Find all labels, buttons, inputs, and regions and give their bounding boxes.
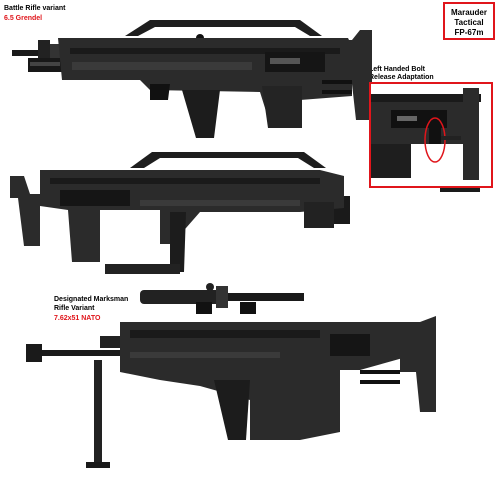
battle-variant-label: Battle Rifle variant — [4, 5, 66, 12]
title-box: Marauder Tactical FP-67m — [443, 2, 495, 40]
title-line-3: FP-67m — [454, 28, 484, 37]
inset-label-2: Release Adaptation — [369, 74, 434, 81]
battle-variant-caliber: 6.5 Grendel — [4, 15, 43, 22]
dmr-variant-label-2: Rifle Variant — [54, 305, 95, 312]
dmr-variant-caliber: 7.62x51 NATO — [54, 315, 101, 322]
title-line-2: Tactical — [454, 18, 484, 27]
dmr-variant-label-1: Designated Marksman — [54, 296, 129, 303]
inset-detail-box — [369, 82, 493, 188]
inset-detail-image — [371, 88, 481, 180]
inset-label-1: Left Handed Bolt — [369, 66, 425, 73]
title-line-1: Marauder — [450, 8, 487, 17]
